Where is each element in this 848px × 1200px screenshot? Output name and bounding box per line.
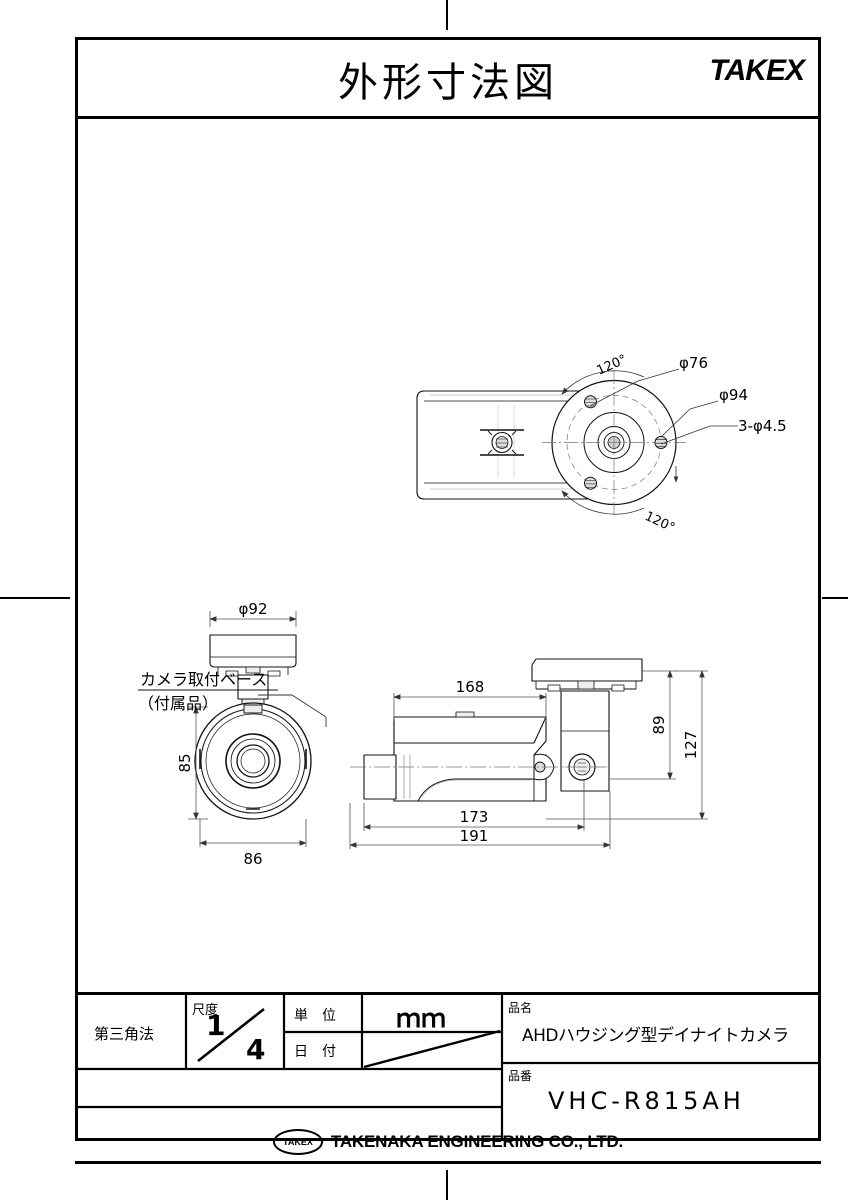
dimension-text: 120° φ76 φ94 3-φ4.5 120° φ92 85 86 168 1… — [138, 352, 787, 868]
scale-numerator: 1 — [206, 1009, 226, 1042]
title-bar: 外形寸法図 TAKEX — [78, 40, 818, 119]
callout-angle-bottom: 120° — [642, 509, 677, 536]
page-title: 外形寸法図 — [338, 60, 558, 106]
scale-label: 尺度 — [192, 1003, 219, 1018]
unit-value: ｍｍ — [396, 1004, 447, 1033]
annotation-mount-base-line1: カメラ取付ベース — [140, 670, 267, 689]
reg-mark-left — [0, 597, 70, 599]
takex-oval-logo: TAKEX — [272, 1129, 323, 1155]
product-name-label: 品名 — [508, 1001, 533, 1015]
reg-mark-right — [822, 597, 848, 599]
footer-divider — [75, 1161, 821, 1164]
callout-base-diameter: φ94 — [719, 386, 748, 404]
part-number-label: 品番 — [508, 1069, 533, 1083]
scale-denominator: 4 — [246, 1033, 266, 1066]
callout-mount-holes: 3-φ4.5 — [738, 417, 787, 435]
company-name: TAKENAKA ENGINEERING CO., LTD. — [330, 1132, 624, 1151]
date-label: 日 付 — [294, 1044, 336, 1060]
dim-side-overall-length: 191 — [460, 827, 489, 845]
callout-angle-top: 120° — [595, 352, 630, 378]
title-block: 第三角法 尺度 1 4 単 位 ｍｍ 日 付 品名 AHDハウジング型デイナイト… — [78, 992, 818, 1138]
callout-bolt-circle: φ76 — [679, 354, 708, 372]
dim-front-height: 85 — [176, 753, 194, 772]
top-view-geometry — [416, 368, 738, 515]
dim-side-body-bracket: 173 — [460, 808, 489, 826]
projection-label: 第三角法 — [94, 1025, 155, 1043]
takex-logo: TAKEX — [709, 54, 805, 87]
part-number-value: VHC-R815AH — [548, 1087, 745, 1115]
annotation-mount-base-line2: （付属品） — [138, 694, 218, 713]
dim-front-base-diameter: φ92 — [239, 600, 268, 618]
dim-side-bracket-height: 89 — [650, 715, 668, 734]
drawing-canvas: 120° φ76 φ94 3-φ4.5 120° φ92 85 86 168 1… — [78, 119, 818, 999]
unit-label: 単 位 — [294, 1008, 336, 1024]
reg-mark-bottom — [446, 1170, 448, 1200]
front-view-geometry — [194, 634, 312, 820]
drawing-frame: 外形寸法図 TAKEX — [75, 37, 821, 1141]
dim-front-width: 86 — [243, 850, 262, 868]
reg-mark-top — [446, 0, 448, 30]
product-name-value: AHDハウジング型デイナイトカメラ — [522, 1026, 789, 1046]
dimension-lines — [188, 611, 708, 849]
dim-side-body-length: 168 — [456, 678, 485, 696]
side-view-geometry — [138, 658, 643, 802]
footer: TAKEX TAKENAKA ENGINEERING CO., LTD. — [75, 1123, 821, 1161]
dim-side-overall-height: 127 — [682, 731, 700, 760]
